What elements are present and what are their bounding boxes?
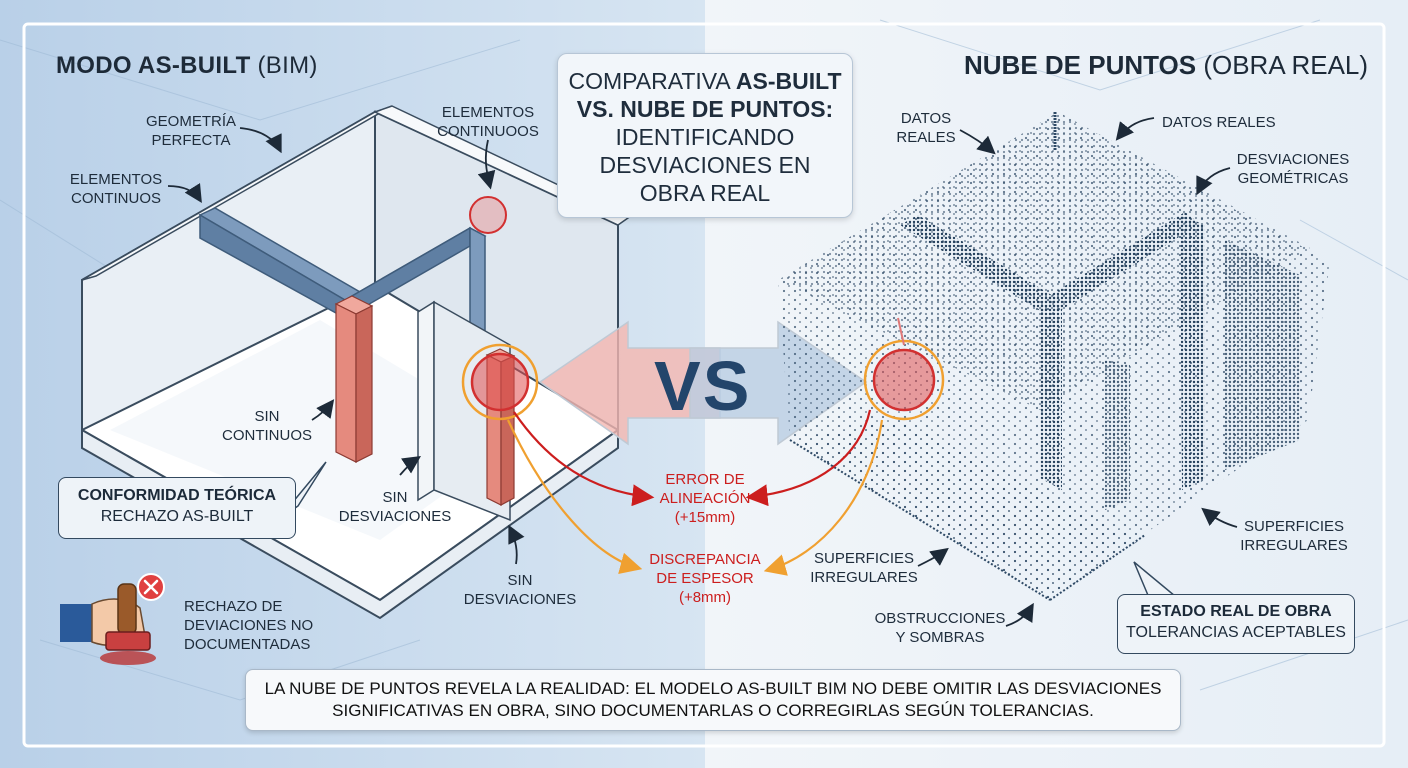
center-title-line1-bold: AS-BUILT: [735, 68, 842, 94]
vs-label: VS: [654, 347, 752, 425]
label-elementos-left-line2: CONTINUOS: [71, 190, 161, 207]
callout-estado-sub: TOLERANCIAS ACEPTABLES: [1126, 624, 1346, 641]
label-elementos-left-line1: ELEMENTOS: [69, 171, 163, 188]
center-title-line5: OBRA REAL: [639, 180, 771, 206]
label-error-line2: ALINEACIÓN: [659, 490, 751, 507]
label-rechazo-line2: DEVIACIONES NO: [184, 617, 314, 634]
label-desviaciones-geometricas: DESVIACIONES GEOMÉTRICAS: [1228, 150, 1358, 188]
label-error-line3: (+15mm): [674, 509, 736, 526]
label-obstrucciones-line2: Y SOMBRAS: [895, 629, 985, 646]
center-title-line1: COMPARATIVA AS-BUILT: [558, 68, 852, 95]
center-title-box: COMPARATIVA AS-BUILT VS. NUBE DE PUNTOS:…: [557, 53, 853, 218]
label-discrepancia-line1: DISCREPANCIA: [649, 551, 761, 568]
label-sin-continuos: SIN CONTINUOS: [212, 407, 322, 445]
right-panel-title: NUBE DE PUNTOS (OBRA REAL): [964, 50, 1368, 81]
label-discrepancia-line2: DE ESPESOR: [656, 570, 754, 587]
callout-conformidad: CONFORMIDAD TEÓRICA RECHAZO AS-BUILT: [58, 477, 296, 539]
label-rechazo-line1: RECHAZO DE: [184, 598, 283, 615]
label-datos-reales-left: DATOS REALES: [888, 109, 964, 147]
label-sin-continuos-line2: CONTINUOS: [222, 427, 312, 444]
center-title-line3: IDENTIFICANDO: [615, 124, 795, 150]
left-title-bold: MODO AS-BUILT: [56, 52, 251, 79]
label-sin-desviaciones-mid: SIN DESVIACIONES: [335, 488, 455, 526]
label-superficies-right-line2: IRREGULARES: [1240, 537, 1348, 554]
right-title-bold: NUBE DE PUNTOS: [964, 50, 1197, 80]
center-title-line4: DESVIACIONES EN: [599, 152, 811, 178]
label-obstrucciones-line1: OBSTRUCCIONES: [874, 610, 1006, 627]
footer-note: LA NUBE DE PUNTOS REVELA LA REALIDAD: EL…: [245, 669, 1181, 731]
label-rechazo-line3: DOCUMENTADAS: [184, 636, 311, 653]
right-title-rest: (OBRA REAL): [1196, 50, 1369, 80]
label-obstrucciones: OBSTRUCCIONES Y SOMBRAS: [866, 609, 1014, 647]
label-datos-reales-right: DATOS REALES: [1162, 114, 1276, 131]
label-arrows: [167, 117, 1238, 627]
callout-conformidad-sub: RECHAZO AS-BUILT: [100, 508, 254, 525]
label-geometria-line1: GEOMETRÍA: [145, 113, 236, 130]
callout-estado-real: ESTADO REAL DE OBRA TOLERANCIAS ACEPTABL…: [1117, 594, 1355, 654]
label-superficies-right-line1: SUPERFICIES: [1243, 518, 1345, 535]
callout-estado-title: ESTADO REAL DE OBRA: [1140, 603, 1332, 620]
label-superficies-right: SUPERFICIES IRREGULARES: [1232, 517, 1356, 555]
label-superficies-mid-line2: IRREGULARES: [810, 569, 918, 586]
label-discrepancia: DISCREPANCIA DE ESPESOR (+8mm): [630, 550, 780, 607]
label-superficies-mid-line1: SUPERFICIES: [813, 550, 915, 567]
center-title-line2: VS. NUBE DE PUNTOS:: [576, 96, 834, 122]
vs-arrows: [538, 320, 868, 446]
label-geometria-perfecta: GEOMETRÍA PERFECTA: [136, 112, 246, 150]
reject-x-icon: [137, 573, 165, 601]
label-rechazo: RECHAZO DE DEVIACIONES NO DOCUMENTADAS: [184, 597, 344, 654]
footer-line2: SIGNIFICATIVAS EN OBRA, SINO DOCUMENTARL…: [332, 701, 1094, 720]
label-elementos-top-line1: ELEMENTOS: [441, 104, 535, 121]
center-title-line1-plain: COMPARATIVA: [568, 68, 736, 94]
label-sin-desv-mid-line2: DESVIACIONES: [338, 508, 452, 525]
left-panel-title: MODO AS-BUILT (BIM): [56, 52, 318, 80]
footer-line1: LA NUBE DE PUNTOS REVELA LA REALIDAD: EL…: [264, 679, 1162, 698]
label-sin-desv-bottom-line1: SIN: [507, 572, 533, 589]
label-geometria-line2: PERFECTA: [151, 132, 231, 149]
label-sin-continuos-line1: SIN: [254, 408, 280, 425]
label-error-alineacion: ERROR DE ALINEACIÓN (+15mm): [630, 470, 780, 527]
label-desviaciones-line1: DESVIACIONES: [1236, 151, 1350, 168]
label-sin-desv-mid-line1: SIN: [382, 489, 408, 506]
left-title-rest: (BIM): [250, 52, 318, 79]
label-sin-desv-bottom-line2: DESVIACIONES: [463, 591, 577, 608]
callout-conformidad-title: CONFORMIDAD TEÓRICA: [77, 487, 277, 504]
label-superficies-mid: SUPERFICIES IRREGULARES: [806, 549, 922, 587]
label-sin-desviaciones-bottom: SIN DESVIACIONES: [460, 571, 580, 609]
stamp-hand-icon: [60, 583, 156, 665]
label-error-line1: ERROR DE: [665, 471, 745, 488]
label-datos-left-line1: DATOS: [900, 110, 952, 127]
label-desviaciones-line2: GEOMÉTRICAS: [1237, 170, 1349, 187]
label-elementos-top: ELEMENTOS CONTINUOOS: [428, 103, 548, 141]
label-elementos-left: ELEMENTOS CONTINUOS: [56, 170, 176, 208]
connector-arrows: [506, 317, 905, 576]
label-discrepancia-line3: (+8mm): [678, 589, 732, 606]
point-cloud: [778, 112, 1330, 601]
label-elementos-top-line2: CONTINUOOS: [437, 123, 539, 140]
label-datos-left-line2: REALES: [896, 129, 956, 146]
